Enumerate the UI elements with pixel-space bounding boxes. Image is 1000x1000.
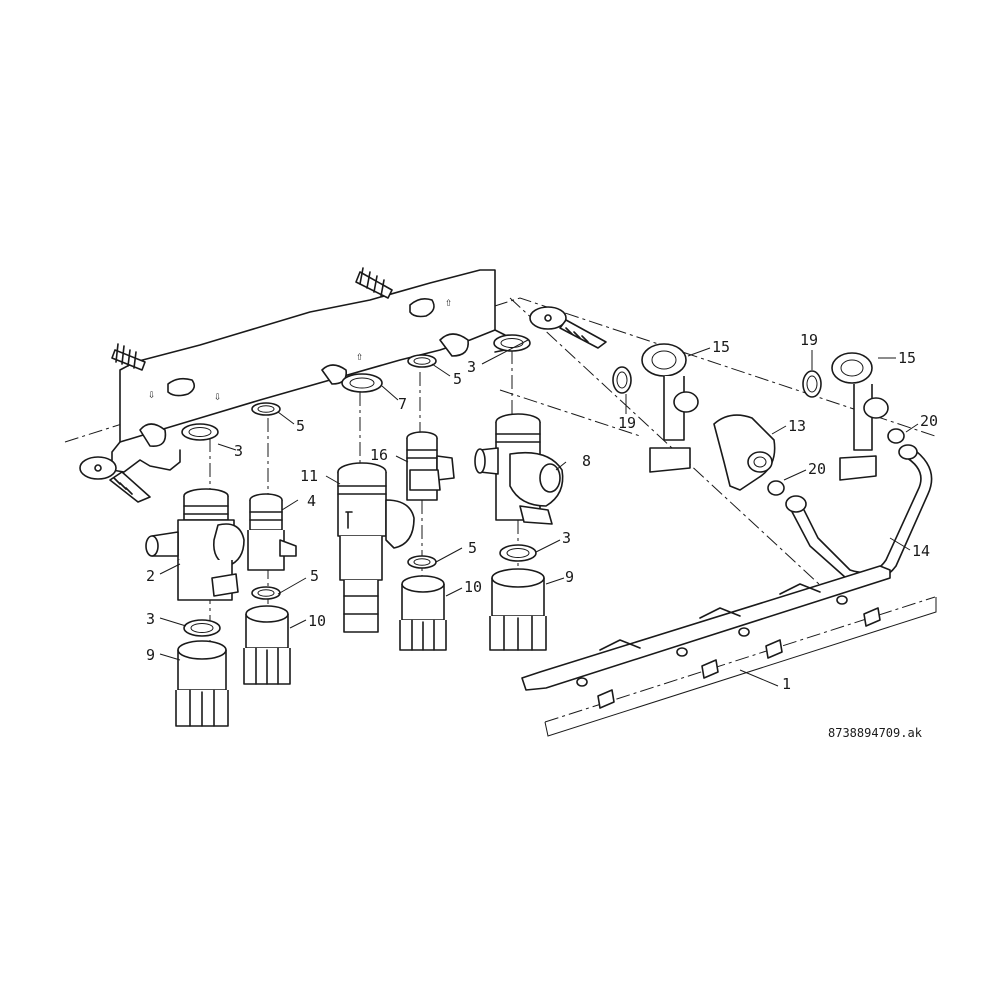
fitting-13 [713, 414, 776, 491]
callout-3-upper-right: 3 [467, 358, 476, 376]
sealing-rings [181, 334, 905, 637]
callout-1: 1 [782, 675, 791, 693]
nut-10-left [243, 605, 291, 685]
callout-10-right: 10 [464, 578, 482, 596]
callout-4: 4 [307, 492, 316, 510]
mounting-rail: ⇩ ⇩ ⇧ ⇧ [111, 269, 506, 473]
nut-9-left [175, 640, 229, 727]
svg-text:⇧: ⇧ [356, 349, 363, 363]
callout-labels: 1 2 3 3 3 3 4 5 5 5 5 7 8 9 9 10 10 11 1… [146, 331, 938, 693]
callout-8: 8 [582, 452, 591, 470]
callout-3-lower-right: 3 [562, 529, 571, 547]
callout-5-upper-left: 5 [296, 417, 305, 435]
callout-16: 16 [370, 446, 388, 464]
callout-5-lower-right: 5 [468, 539, 477, 557]
callout-13: 13 [788, 417, 806, 435]
callout-3-lower-left: 3 [146, 610, 155, 628]
valve-large-left [145, 488, 245, 601]
callout-5-upper-right: 5 [453, 370, 462, 388]
bottom-bracket-1 [521, 565, 891, 709]
callout-3-upper-left: 3 [234, 442, 243, 460]
screw-with-washer-left [79, 456, 151, 503]
valve-11 [337, 462, 415, 633]
valve-4 [247, 493, 297, 571]
callout-15-right: 15 [898, 349, 916, 367]
callout-9-left: 9 [146, 646, 155, 664]
screw-with-washer-right [529, 306, 607, 349]
callout-5-lower-left: 5 [310, 567, 319, 585]
elbow-fitting-15-right [831, 352, 889, 481]
valve-8 [474, 413, 564, 525]
callout-15-left: 15 [712, 338, 730, 356]
valve-16 [406, 431, 455, 501]
nut-9-right [489, 568, 547, 651]
callout-20-center: 20 [808, 460, 826, 478]
wall-plug-left [111, 343, 146, 371]
callout-11: 11 [300, 467, 318, 485]
leader-lines [159, 339, 937, 737]
callout-20-right: 20 [920, 412, 938, 430]
wall-plug-right [355, 267, 393, 299]
callout-19-left: 19 [618, 414, 636, 432]
callout-10-left: 10 [308, 612, 326, 630]
svg-text:⇩: ⇩ [214, 389, 221, 403]
callout-14: 14 [912, 542, 930, 560]
callout-2: 2 [146, 567, 155, 585]
callout-9-right: 9 [565, 568, 574, 586]
callout-19-right: 19 [800, 331, 818, 349]
svg-text:⇩: ⇩ [148, 387, 155, 401]
svg-text:⇧: ⇧ [445, 295, 452, 309]
nut-10-right [399, 575, 447, 651]
callout-7: 7 [398, 395, 407, 413]
figure-reference-code: 8738894709.ak [828, 726, 923, 740]
elbow-fitting-15-left [641, 343, 699, 473]
